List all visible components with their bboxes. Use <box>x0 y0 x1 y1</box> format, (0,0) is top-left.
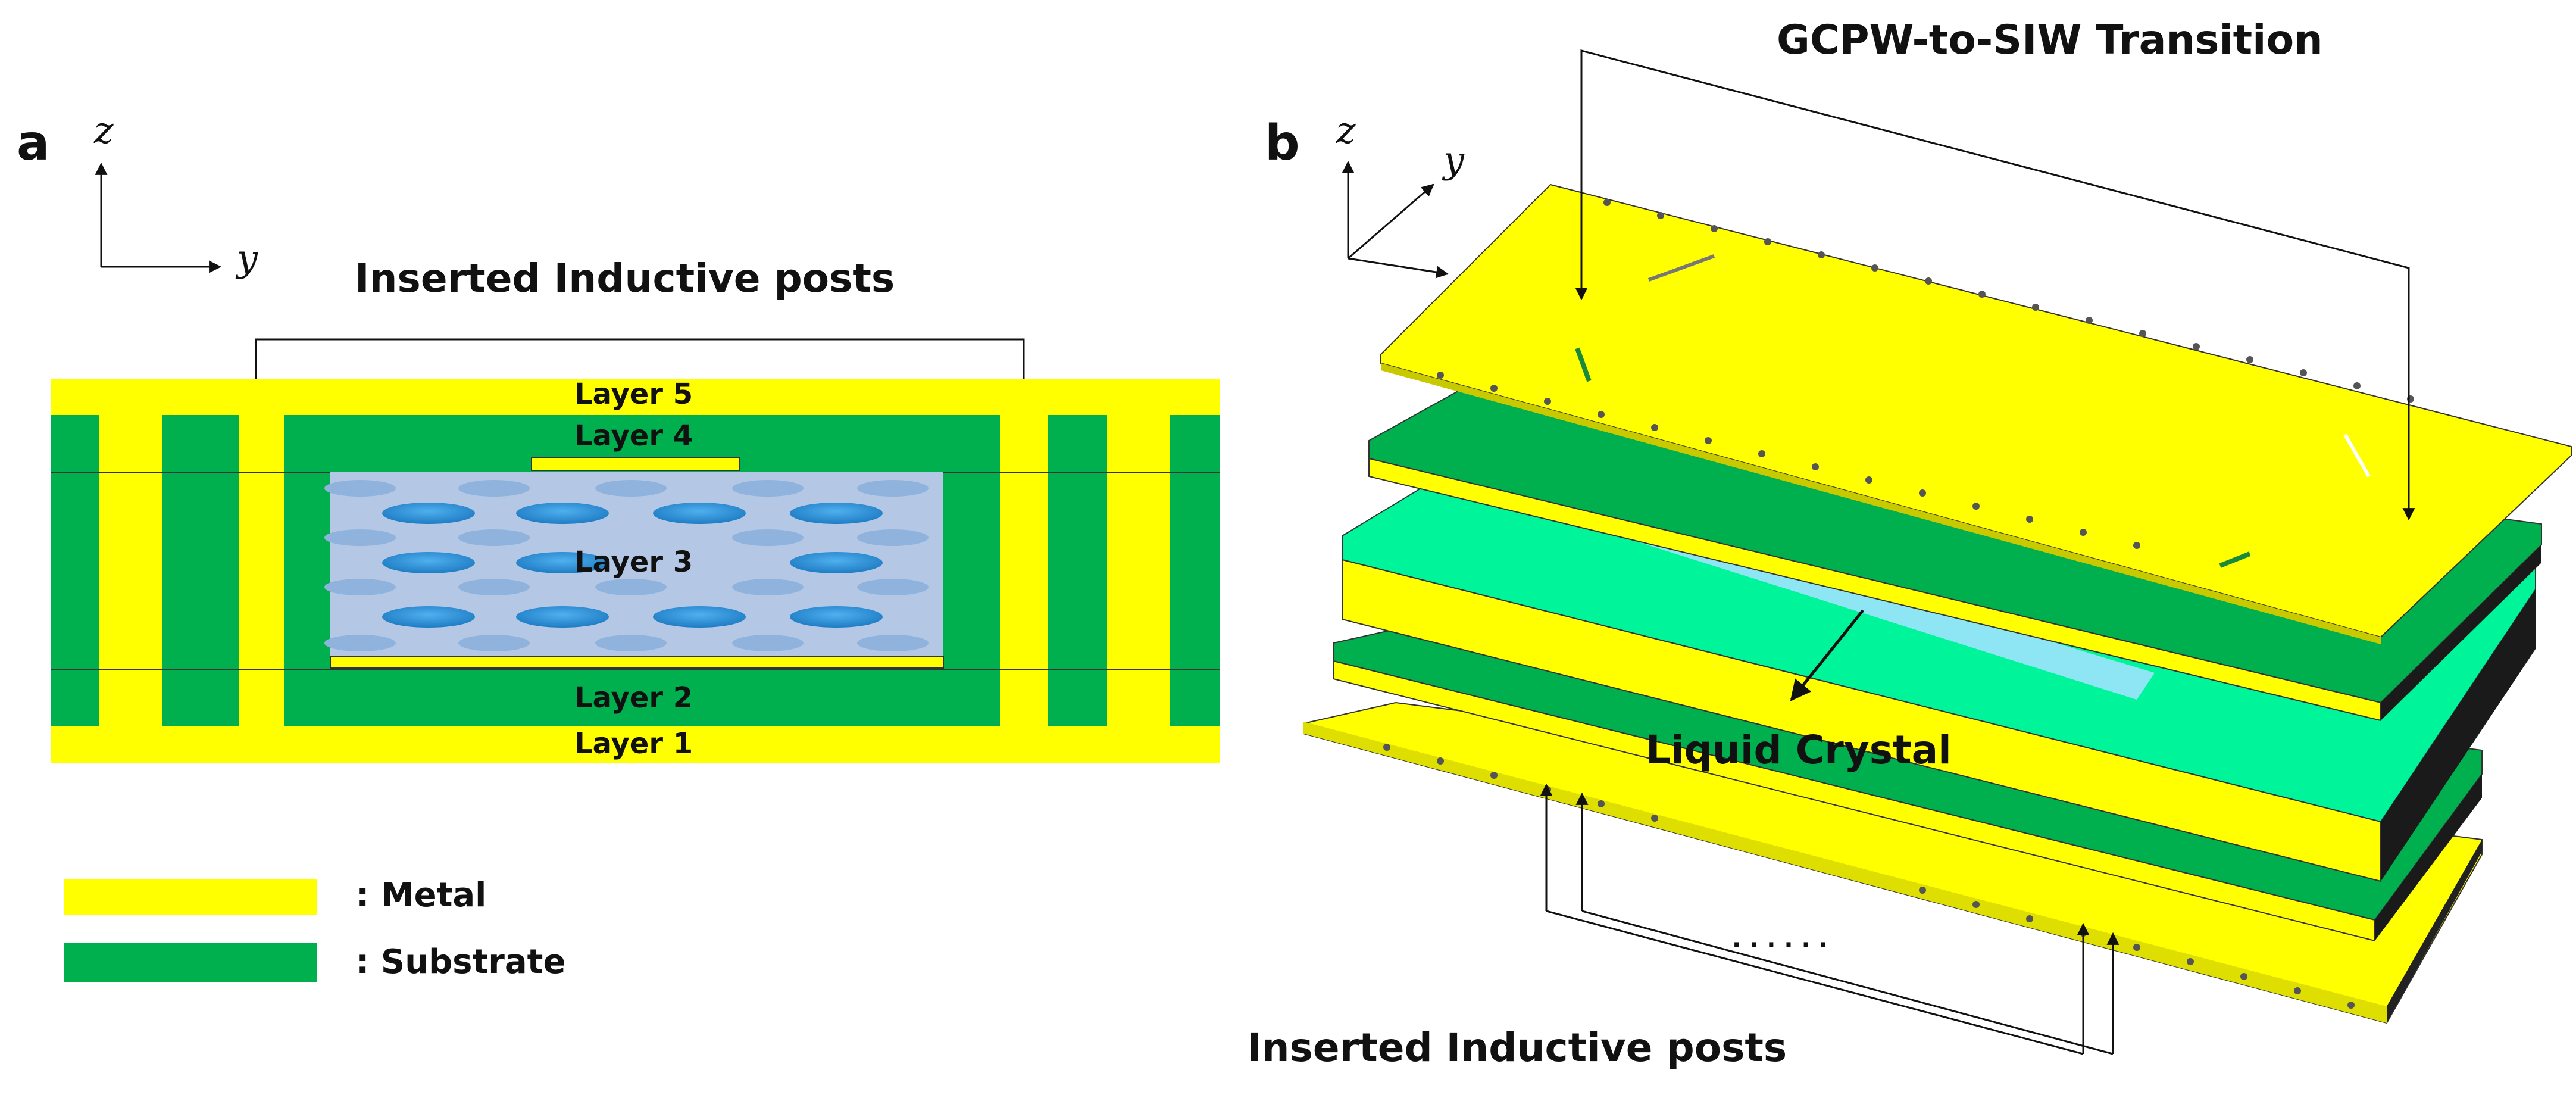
lc-arrow <box>1790 609 1864 701</box>
cross-section <box>51 379 1220 763</box>
layer-1-slab <box>1303 701 2483 1024</box>
layer2-strip <box>330 656 944 669</box>
layer-2-slab <box>1333 618 2483 942</box>
substrate-block <box>162 415 239 726</box>
layer4-strip <box>531 457 740 471</box>
lc-molecules <box>324 480 929 651</box>
panel-b-letter: b <box>1265 115 1300 171</box>
panel-b-axes: z y x <box>1336 108 1488 295</box>
transition-title: GCPW-to-SIW Transition <box>1777 17 2323 64</box>
layer-2-label: Layer 2 <box>574 681 693 715</box>
liquid-crystal-label: Liquid Crystal <box>1646 727 1952 773</box>
substrate-block <box>51 415 99 726</box>
layer-3-label: Layer 3 <box>574 545 693 579</box>
panel-b-axis-y: y <box>1442 138 1465 182</box>
ellipsis-dots: . . . . . . <box>1732 925 1828 953</box>
layer-4-slab <box>1368 380 2542 722</box>
layer-5-holes <box>1437 199 2414 549</box>
transition-arrows <box>1575 49 2415 521</box>
layer-4-label: Layer 4 <box>574 419 693 453</box>
panel-b-axis-z: z <box>1336 108 1356 152</box>
layer-5-label: Layer 5 <box>574 378 693 411</box>
legend-substrate-swatch <box>64 943 317 982</box>
legend-metal-swatch <box>64 879 317 915</box>
legend: : Metal : Substrate <box>64 876 565 982</box>
panel-a-posts-title: Inserted Inductive posts <box>355 255 895 301</box>
panel-b: b GCPW-to-SIW Transition z y x <box>1247 17 2572 1071</box>
panel-a-letter: a <box>17 115 49 171</box>
layer-5-slab <box>1380 183 2572 644</box>
layer-1-label: Layer 1 <box>574 727 693 760</box>
panel-a: a z y Inserted Inductive posts <box>17 108 1220 982</box>
panel-a-axis-z: z <box>93 108 114 152</box>
panel-a-axis-y: y <box>235 236 258 280</box>
legend-substrate-label: : Substrate <box>356 943 565 981</box>
panel-a-axes: z y <box>93 108 258 280</box>
bottom-post-arrows <box>1540 783 2119 1055</box>
substrate-block <box>1048 415 1107 726</box>
legend-metal-label: : Metal <box>356 876 486 915</box>
substrate-block <box>1170 415 1220 726</box>
panel-b-posts-title: Inserted Inductive posts <box>1247 1025 1787 1071</box>
